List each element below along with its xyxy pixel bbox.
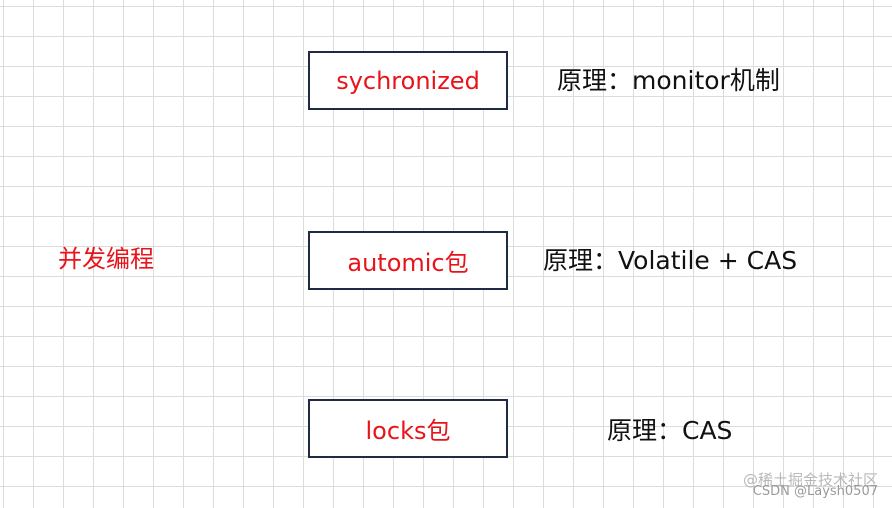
credit-watermark: CSDN @Laysh0507: [752, 484, 878, 499]
synchronized-principle: 原理：monitor机制: [557, 66, 780, 95]
topic-label: 并发编程: [58, 245, 154, 273]
synchronized-box: sychronized: [308, 51, 508, 110]
locks-package-box: locks包: [308, 399, 508, 458]
platform-watermark: @稀土掘金技术社区: [742, 471, 878, 489]
locks-principle: 原理：CAS: [607, 416, 733, 445]
atomic-principle: 原理：Volatile + CAS: [543, 246, 798, 275]
atomic-package-box: automic包: [308, 231, 508, 290]
